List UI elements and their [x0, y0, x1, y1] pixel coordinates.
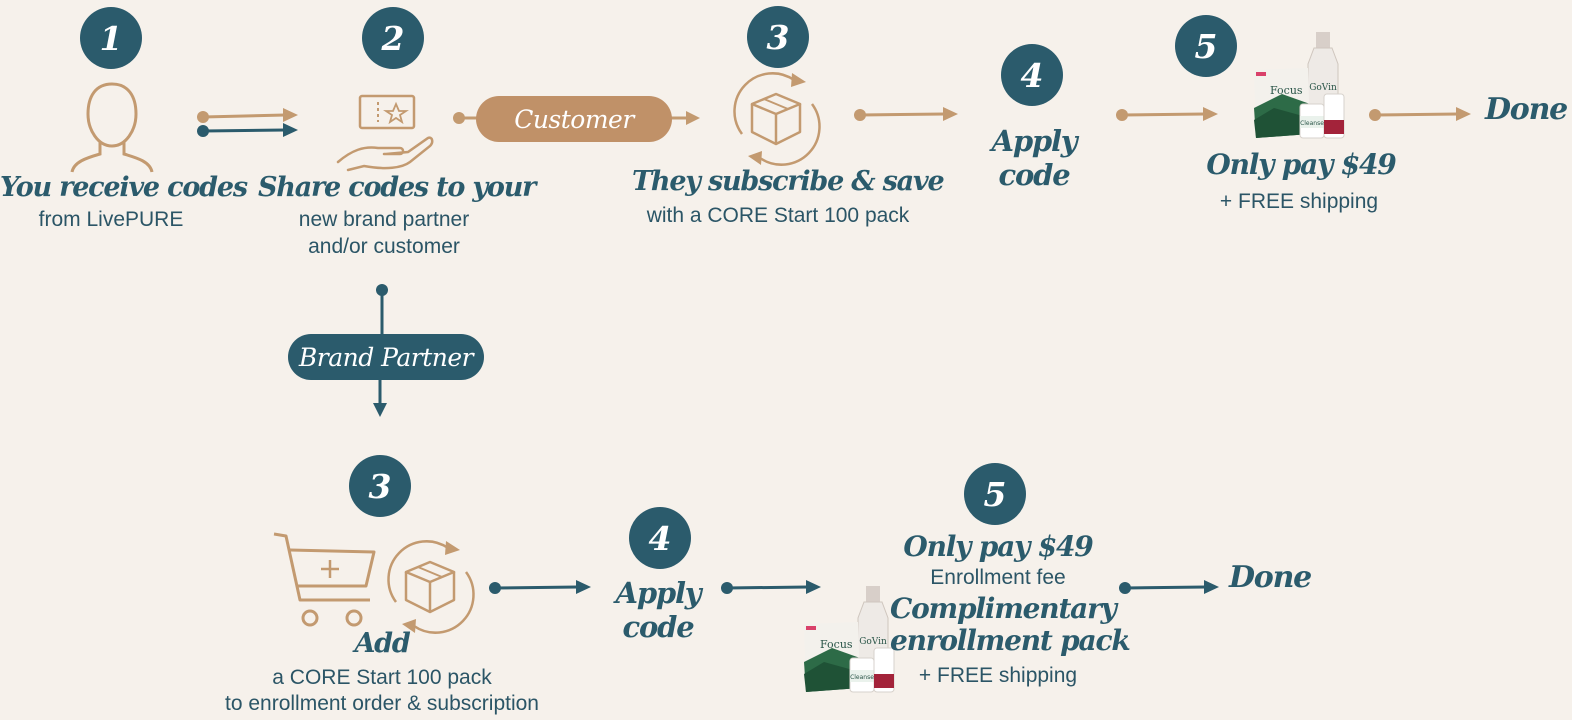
step-2-subtitle-line-1: new brand partner — [298, 208, 470, 231]
bottom-step-5-shipping: + FREE shipping — [918, 664, 1078, 687]
arrow-step1-to-step2-teal — [197, 123, 298, 137]
product-pouch-label: Focus — [820, 638, 853, 651]
arrow-top-step3-to-step4 — [854, 107, 958, 121]
arrow-bottom-step5-to-done — [1119, 580, 1219, 594]
box-subscribe-icon — [387, 540, 475, 634]
step-1-badge: 1 — [80, 7, 142, 69]
bottom-step-5-fee: Enrollment fee — [930, 566, 1066, 589]
person-icon — [70, 82, 154, 173]
step-1-title: You receive codes — [0, 172, 248, 203]
top-step-4-badge: 4 — [1001, 44, 1063, 106]
step-2-badge: 2 — [362, 7, 424, 69]
bottom-step-3-subtitle-line-2: to enrollment order & subscription — [225, 692, 539, 715]
box-subscribe-icon — [733, 72, 821, 166]
top-step-3-title: They subscribe & save — [632, 166, 945, 197]
product-jar-label: Cleanse — [1300, 120, 1324, 127]
arrow-brand-partner — [373, 284, 388, 417]
arrow-bottom-step4-to-step5 — [721, 580, 821, 594]
top-step-5-subtitle: + FREE shipping — [1219, 190, 1379, 213]
top-done-label: Done — [1484, 92, 1568, 127]
customer-pill: Customer — [476, 96, 672, 142]
bottom-step-5-badge: 5 — [964, 463, 1026, 525]
top-step-4-title-line-1: Apply — [991, 124, 1078, 158]
bottom-step-5-title: Only pay $49 — [903, 530, 1093, 563]
arrow-top-step5-to-done — [1369, 107, 1471, 121]
bottom-step-5-pack-line-1: Complimentary — [890, 592, 1117, 625]
brand-partner-pill: Brand Partner — [288, 334, 484, 380]
bottom-step-3-subtitle-line-1: a CORE Start 100 pack — [272, 666, 492, 689]
product-jar-label: Cleanse — [850, 674, 874, 681]
top-step-3-badge: 3 — [747, 6, 809, 68]
product-bottle-label: GoVin — [859, 637, 887, 647]
bottom-done-label: Done — [1228, 560, 1312, 595]
arrow-step1-to-step2-tan — [197, 108, 298, 123]
step-1-subtitle: from LivePURE — [38, 208, 184, 231]
arrow-bottom-step3-to-step4 — [489, 580, 591, 594]
product-bottle-label: GoVin — [1309, 83, 1337, 93]
arrow-top-step4-to-step5 — [1116, 107, 1218, 121]
product-bundle-image: GoVin Focus Cleanse — [1254, 32, 1345, 139]
step-2-title: Share codes to your — [258, 172, 536, 203]
step-2-subtitle-line-2: and/or customer — [308, 235, 460, 258]
top-step-5-badge: 5 — [1175, 15, 1237, 77]
cart-icon — [273, 532, 376, 627]
bottom-step-3-badge: 3 — [349, 455, 411, 517]
top-step-5-title: Only pay $49 — [1206, 148, 1396, 181]
bottom-step-5-pack-line-2: enrollment pack — [890, 624, 1131, 657]
hand-ticket-icon — [336, 94, 434, 172]
top-step-4-title-line-2: code — [998, 158, 1071, 192]
bottom-step-4-title-line-2: code — [622, 610, 695, 644]
product-pouch-label: Focus — [1270, 84, 1303, 97]
product-bundle-image: GoVin Focus Cleanse — [804, 586, 895, 693]
bottom-step-3-title: Add — [354, 628, 410, 659]
bottom-step-4-title-line-1: Apply — [615, 576, 702, 610]
bottom-step-4-badge: 4 — [629, 507, 691, 569]
top-step-3-subtitle: with a CORE Start 100 pack — [646, 204, 910, 227]
